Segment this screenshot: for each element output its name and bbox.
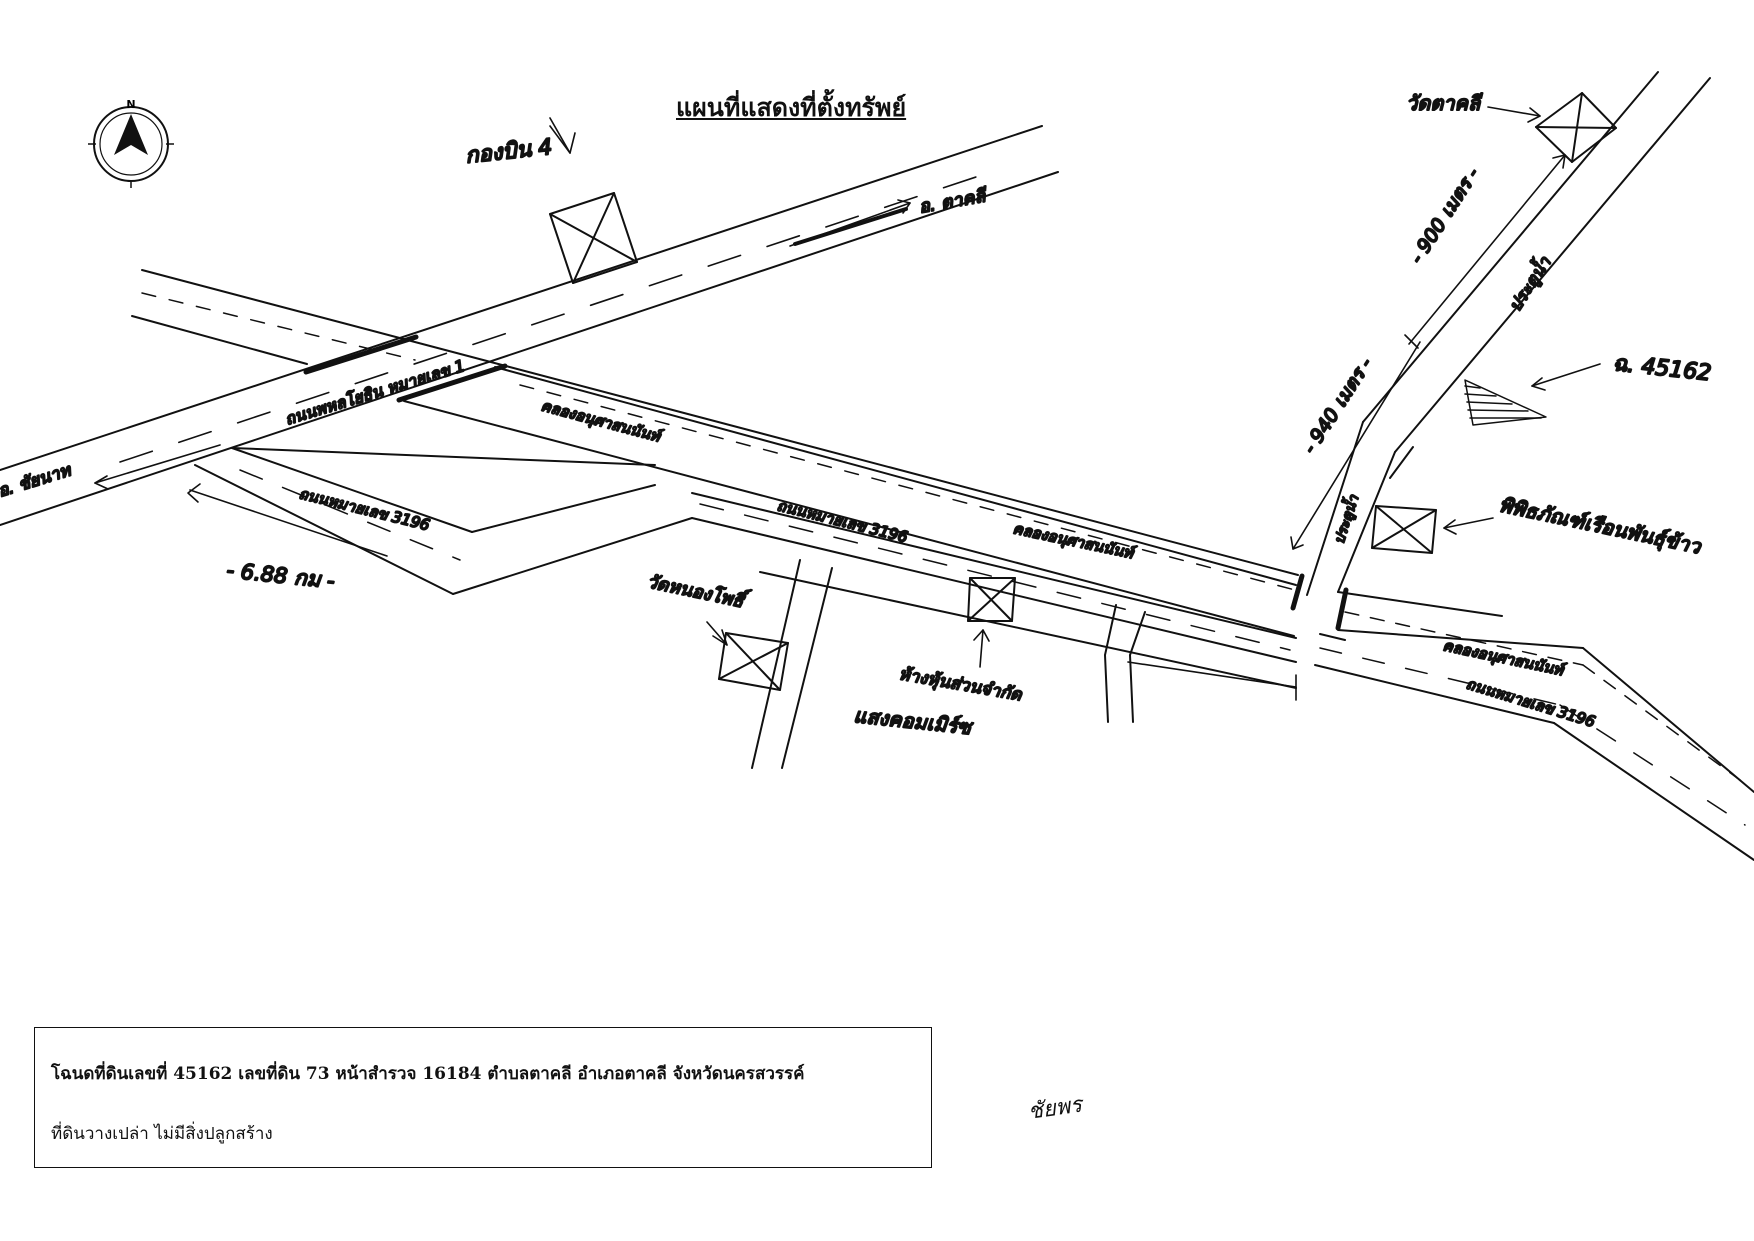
- direction-arrows: [94, 106, 1601, 701]
- canal-upper: [131, 269, 1299, 591]
- signature: ชัยพร: [1026, 1092, 1084, 1125]
- kong-bin-marker: [549, 192, 638, 284]
- label-land-number: ฉ. 45162: [1611, 351, 1712, 386]
- label-museum: พิพิธภัณฑ์เรือนพันธุ์ข้าว: [1497, 492, 1705, 560]
- museum-marker: [1371, 505, 1437, 554]
- label-irrigation: ประตูน้ำ: [1502, 251, 1556, 316]
- land-status-line: ที่ดินวางเปล่า ไม่มีสิ่งปลูกสร้าง: [51, 1124, 273, 1144]
- label-dist-900: - 900 เมตร -: [1406, 164, 1484, 268]
- label-dist-940: - 940 เมตร -: [1299, 354, 1377, 458]
- label-wat-takli: วัดตาคลี: [1406, 91, 1483, 115]
- irrigation-road: [1290, 71, 1711, 631]
- label-dist-688: - 6.88 กม -: [225, 558, 335, 593]
- north-compass-icon: N: [88, 99, 174, 188]
- label-to-takli: อ. ตาคลี: [917, 185, 990, 218]
- canal-and-road-east: [1314, 591, 1754, 861]
- subject-land-parcel: [1464, 379, 1547, 426]
- deed-info-line: โฉนดที่ดินเลขที่ 45162 เลขที่ดิน 73 หน้า…: [51, 1064, 805, 1084]
- wat-nong-pho-marker: [718, 632, 789, 691]
- label-sharing-commerce: แสงคอมเมิร์ซ: [852, 703, 974, 739]
- wat-takli-marker: [1535, 92, 1617, 163]
- label-wat-nong-pho: วัดหนองโพธิ์: [645, 567, 753, 613]
- label-canal-2: คลองอนุศาสนนันท์: [1011, 519, 1138, 563]
- label-kong-bin: กองบิน 4: [464, 135, 553, 169]
- shop-marker: [967, 577, 1016, 622]
- highway-1-road: [0, 125, 1059, 526]
- side-roads: [751, 559, 1146, 769]
- map-title: แผนที่แสดงที่ตั้งทรัพย์: [676, 93, 907, 122]
- label-water-gate: ประตูน้ำ: [1329, 491, 1363, 546]
- compass-north-letter: N: [126, 99, 135, 111]
- label-road-3196-c: ถนนหมายเลข 3196: [1464, 675, 1597, 731]
- deed-info-box: โฉนดที่ดินเลขที่ 45162 เลขที่ดิน 73 หน้า…: [34, 1027, 932, 1168]
- label-shop: ห้างหุ้นส่วนจำกัด: [897, 664, 1024, 705]
- road-3196: [194, 400, 1297, 689]
